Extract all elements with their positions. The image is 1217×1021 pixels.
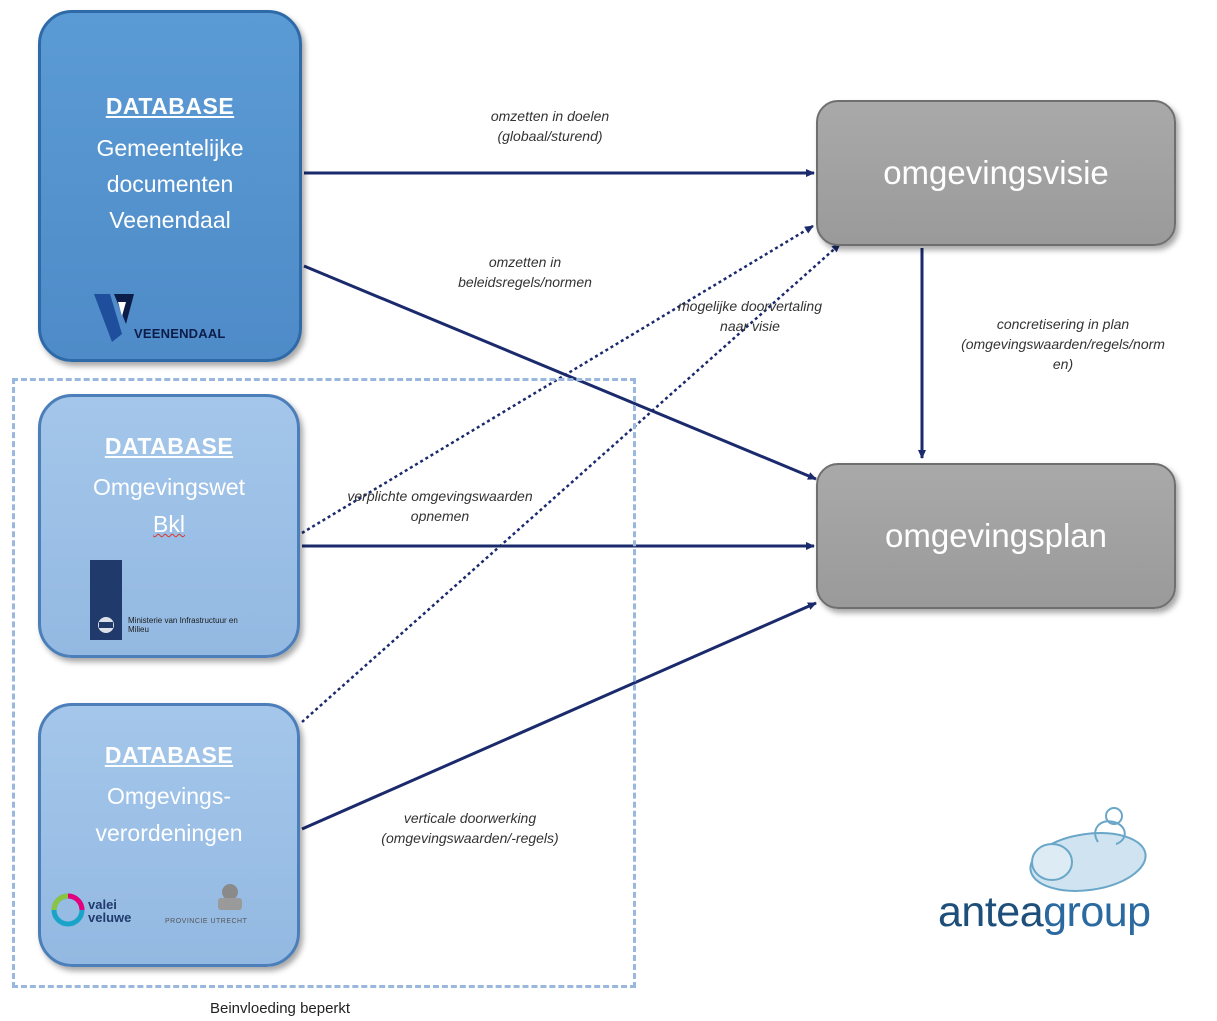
database-verordeningen: DATABASE Omgevings- verordeningen xyxy=(38,703,300,967)
database-line-3: Veenendaal xyxy=(109,207,231,233)
database-title: DATABASE xyxy=(104,433,234,459)
crest-icon xyxy=(98,617,114,633)
database-title: DATABASE xyxy=(105,93,235,119)
bkl-text: Bkl xyxy=(153,511,185,537)
label-concretisering: concretisering in plan (omgevingswaarden… xyxy=(928,314,1198,374)
valei-logo-text: valei veluwe xyxy=(88,897,132,925)
database-line-1: Omgevings- xyxy=(107,783,231,809)
label-line: omzetten in xyxy=(488,254,562,270)
veenendaal-logo-text: VEENENDAAL xyxy=(134,326,226,341)
database-line-2: Bkl xyxy=(41,506,297,542)
valei-swirl-icon xyxy=(51,893,85,927)
label-line: (omgevingswaarden/-regels) xyxy=(381,830,559,846)
antea-word: antea xyxy=(938,888,1044,936)
antea-swirl-icon xyxy=(1029,807,1147,892)
omgevingsvisie-label: omgevingsvisie xyxy=(883,154,1109,191)
label-line: mogelijke doorvertaling xyxy=(678,298,822,314)
database-line-2: documenten xyxy=(106,171,234,197)
label-line: concretisering in plan xyxy=(996,316,1130,332)
label-mogelijke-doorvertaling: mogelijke doorvertaling naar visie xyxy=(640,296,860,336)
ministerie-logo: Ministerie van Infrastructuur en Milieu xyxy=(90,560,260,640)
database-omgevingswet: DATABASE Omgevingswet Bkl xyxy=(38,394,300,658)
label-line: verticale doorwerking xyxy=(403,810,537,826)
provincie-utrecht-logo: PROVINCIE UTRECHT xyxy=(165,880,295,932)
utrecht-crest-icon xyxy=(218,884,242,910)
utrecht-logo-text: PROVINCIE UTRECHT xyxy=(165,918,248,925)
label-line: naar visie xyxy=(720,318,780,334)
omgevingsplan-box: omgevingsplan xyxy=(816,463,1176,609)
label-line: (omgevingswaarden/regels/norm xyxy=(961,336,1165,352)
arrow-main-to-plan xyxy=(303,264,817,481)
label-verticale-doorwerking: verticale doorwerking (omgevingswaarden/… xyxy=(340,808,600,848)
label-verplichte-omgevingswaarden: verplichte omgevingswaarden opnemen xyxy=(310,486,570,526)
veenendaal-logo: VEENENDAAL xyxy=(92,290,252,346)
database-line-1: Gemeentelijke xyxy=(96,135,244,161)
antea-wordmark: anteagroup xyxy=(938,888,1151,937)
arrow-ver-to-plan xyxy=(301,601,817,831)
influence-frame xyxy=(12,378,636,988)
ministerie-logo-text: Ministerie van Infrastructuur en Milieu xyxy=(128,616,238,634)
database-title: DATABASE xyxy=(104,742,234,768)
database-gemeente: DATABASE Gemeentelijke documenten Veenen… xyxy=(38,10,302,362)
valei-veluwe-logo: valei veluwe xyxy=(50,892,155,932)
label-line: verplichte omgevingswaarden xyxy=(347,488,533,504)
group-word: group xyxy=(1043,888,1151,936)
influence-caption: Beinvloeding beperkt xyxy=(210,1000,351,1017)
database-line-2: verordeningen xyxy=(95,820,243,846)
label-line: (globaal/sturend) xyxy=(497,128,603,144)
label-omzetten-beleidsregels: omzetten in beleidsregels/normen xyxy=(440,252,610,292)
veenendaal-v-icon xyxy=(94,294,134,342)
omgevingsvisie-box: omgevingsvisie xyxy=(816,100,1176,246)
label-line: beleidsregels/normen xyxy=(458,274,592,290)
label-line: opnemen xyxy=(410,508,470,524)
label-line: omzetten in doelen xyxy=(490,108,610,124)
label-omzetten-doelen: omzetten in doelen (globaal/sturend) xyxy=(470,106,630,146)
antea-group-logo: anteagroup xyxy=(938,800,1158,950)
omgevingsplan-label: omgevingsplan xyxy=(885,517,1107,554)
label-line: en) xyxy=(1052,356,1074,372)
database-line-1: Omgevingswet xyxy=(92,474,246,500)
